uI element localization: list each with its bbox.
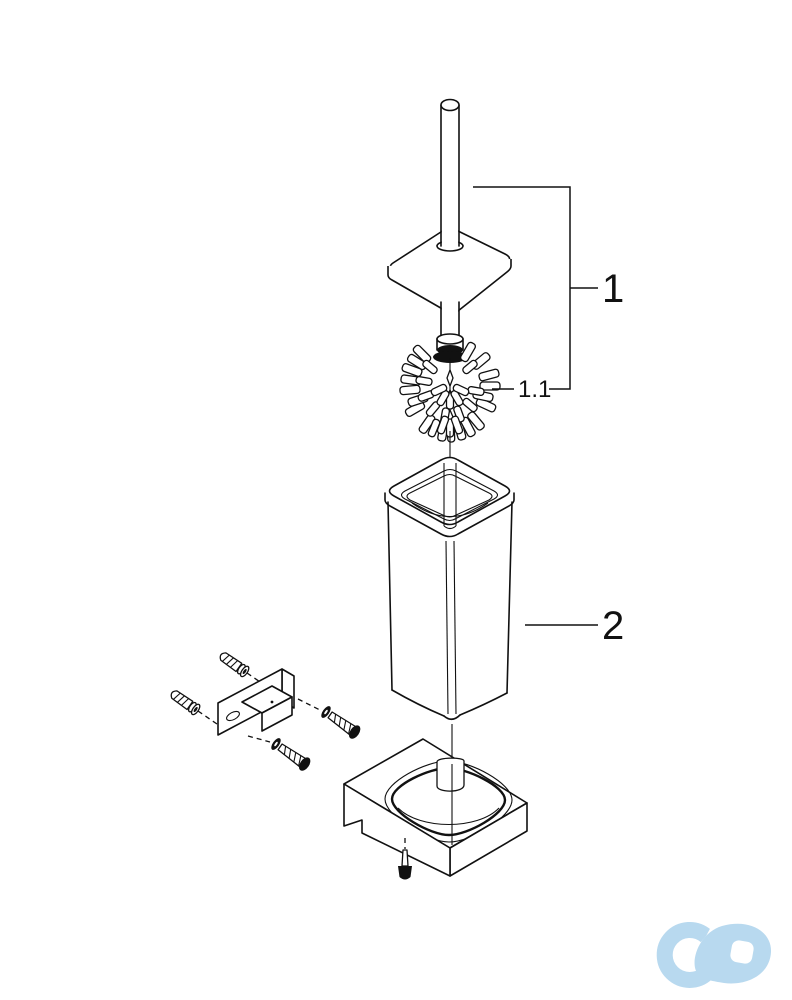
cup-body bbox=[387, 500, 513, 721]
brush-bristles bbox=[399, 341, 501, 443]
brush-handle-rod bbox=[440, 98, 460, 341]
callout-2-label: 2 bbox=[602, 604, 624, 648]
wall-plug-upper bbox=[216, 649, 252, 679]
wall-mount-assembly bbox=[167, 649, 364, 774]
logo-d-hole bbox=[730, 940, 754, 964]
callout-1-1-label: 1.1 bbox=[518, 376, 551, 403]
wall-plate bbox=[217, 668, 295, 736]
brush-head bbox=[399, 333, 501, 443]
cup-rim bbox=[384, 456, 515, 538]
holder-bracket bbox=[343, 738, 528, 877]
wall-plug-lower bbox=[167, 687, 203, 717]
callout-1-1: 1.1 bbox=[492, 376, 551, 403]
cd-infinity-logo bbox=[656, 921, 772, 988]
callout-1: 1 bbox=[473, 186, 624, 390]
cup-inner-rod bbox=[443, 463, 457, 530]
mount-screw-upper bbox=[318, 703, 364, 742]
holder-rod-socket bbox=[436, 757, 465, 792]
callout-1-label: 1 bbox=[602, 267, 624, 311]
callout-2: 2 bbox=[525, 604, 624, 648]
logo-c-shape bbox=[656, 921, 713, 988]
holder-fixing-screw bbox=[398, 838, 412, 880]
mount-screw-lower bbox=[268, 735, 314, 774]
